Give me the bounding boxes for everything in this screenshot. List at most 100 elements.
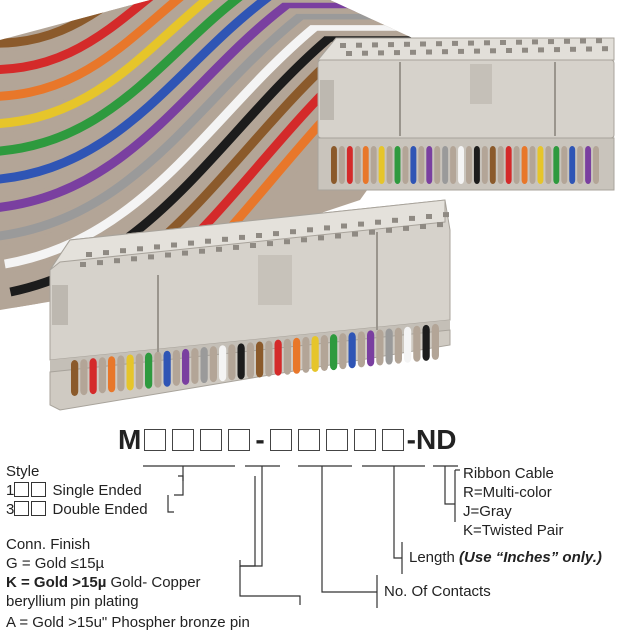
connector-wire	[145, 352, 153, 389]
ribbon-wire	[4, 25, 460, 269]
style-option-single: 1 Single Ended	[6, 482, 142, 499]
connector-wire	[385, 328, 393, 365]
connector-wire	[98, 357, 106, 394]
connector-hole	[409, 215, 415, 221]
connector-wire	[434, 146, 441, 184]
ribbon-wire	[0, 0, 438, 199]
connector-wire	[219, 345, 227, 382]
connector-wire	[339, 333, 347, 370]
finish-leader	[239, 466, 263, 567]
connector-wire	[394, 146, 401, 184]
connector-hole	[341, 223, 347, 229]
connector-hole	[538, 47, 544, 53]
connector-hole	[290, 229, 296, 235]
front-connector-wires	[71, 323, 439, 396]
connector-wire	[593, 146, 599, 184]
connector-wire	[154, 351, 162, 388]
box-icon	[31, 501, 47, 516]
ribbon-wire	[0, 0, 389, 129]
connector-wire	[497, 146, 504, 184]
connector-wire	[354, 146, 361, 184]
connector-wire	[135, 353, 143, 390]
contacts-label: No. Of Contacts	[384, 583, 491, 600]
part-number-dash: -	[255, 424, 265, 455]
connector-hole	[564, 38, 570, 44]
connector-hole	[284, 239, 290, 245]
connector-hole	[188, 240, 194, 246]
finish-box	[228, 429, 251, 451]
length-box-1	[325, 429, 348, 451]
style-box-1	[144, 429, 167, 451]
ribbon-wire	[0, 0, 419, 171]
connector-hole	[120, 248, 126, 254]
ribbon-option-r: R=Multi-color	[463, 484, 552, 501]
connector-wire	[529, 146, 536, 184]
connector-hole	[362, 50, 368, 56]
connector-wire	[370, 146, 377, 184]
ribbon-box	[381, 429, 404, 451]
connector-hole	[114, 258, 120, 264]
ribbon-option-k: K=Twisted Pair	[463, 522, 564, 539]
connector-hole	[522, 47, 528, 53]
ribbon-wire	[0, 0, 370, 102]
connector-wire	[505, 146, 512, 184]
connector-wire	[237, 343, 245, 380]
connector-hole	[500, 40, 506, 45]
connector-wire	[80, 359, 88, 396]
connector-hole	[378, 50, 384, 56]
connector-wire	[561, 146, 568, 184]
connector-hole	[426, 49, 432, 55]
box-icon	[14, 501, 30, 516]
back-connector	[316, 37, 615, 191]
connector-hole	[301, 237, 307, 243]
connector-wire	[346, 146, 353, 184]
part-number: M - -ND	[118, 424, 456, 456]
connector-wire	[191, 347, 199, 384]
connector-wire	[458, 146, 464, 184]
connector-wire	[413, 325, 421, 362]
connector-wire	[256, 341, 264, 378]
connector-hole	[80, 262, 86, 267]
ribbon-wire	[0, 0, 360, 88]
connector-wire	[418, 146, 425, 184]
connector-hole	[586, 46, 592, 52]
ribbon-wire	[1, 19, 460, 255]
connector-hole	[137, 246, 143, 252]
connector-hole	[307, 227, 313, 233]
connector-hole	[369, 229, 375, 235]
connector-wire	[376, 329, 384, 366]
finish-heading: Conn. Finish	[6, 536, 91, 553]
connector-wire	[293, 337, 301, 374]
connector-hole	[426, 214, 432, 219]
connector-hole	[548, 39, 554, 45]
connector-wire	[338, 146, 345, 184]
connector-hole	[570, 46, 576, 52]
box-icon	[31, 482, 47, 497]
connector-hole	[375, 219, 381, 225]
ribbon-wire	[0, 0, 340, 61]
connector-hole	[506, 48, 512, 53]
length-label: Length (Use “Inches” only.)	[409, 549, 602, 566]
connector-wire	[274, 339, 282, 376]
connector-wire	[348, 332, 356, 369]
style-option-double: 3 Double Ended	[6, 501, 148, 518]
ribbon-wire	[0, 2, 448, 213]
part-number-prefix: M	[118, 424, 142, 455]
connector-hole	[216, 246, 222, 252]
connector-wire	[431, 323, 439, 360]
connector-hole	[474, 48, 480, 54]
connector-hole	[86, 252, 92, 257]
connector-hole	[165, 252, 171, 258]
connector-hole	[199, 248, 205, 254]
length-leader	[393, 466, 402, 559]
connector-hole	[256, 233, 262, 238]
ribbon-wire	[0, 8, 458, 227]
connector-hole	[131, 256, 137, 262]
connector-wire	[466, 146, 472, 184]
connector-wire	[489, 146, 496, 184]
connector-wire	[404, 326, 412, 363]
connector-wire	[89, 358, 97, 395]
connector-hole	[356, 42, 362, 48]
connector-hole	[458, 48, 464, 54]
connector-wire	[577, 146, 584, 184]
